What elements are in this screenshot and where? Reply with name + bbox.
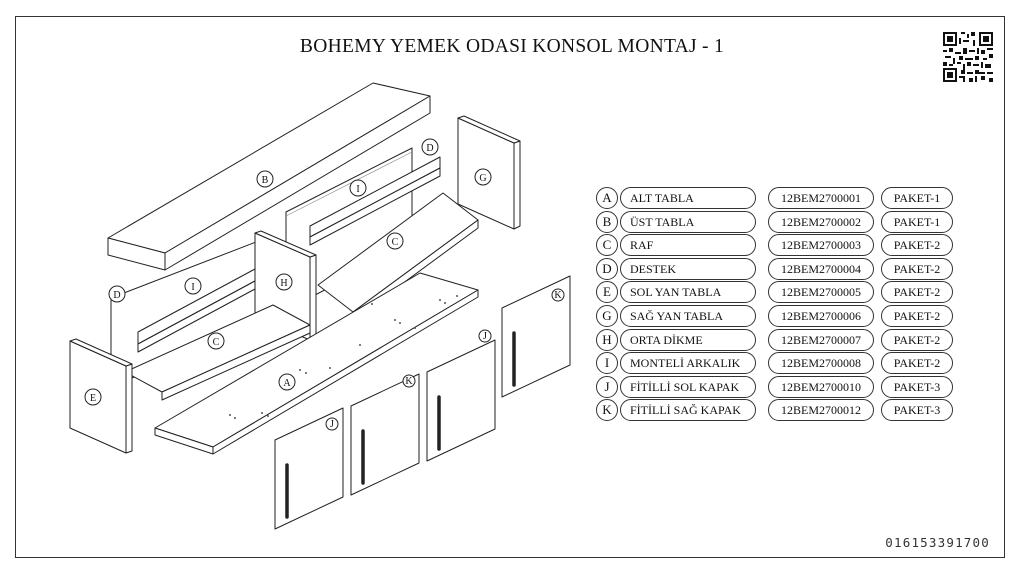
part-d-support-right [309,156,441,246]
part-letter: E [596,281,618,304]
diagram-label-d-right: D [421,138,439,156]
part-code: 12BEM2700012 [768,399,874,422]
svg-text:C: C [392,237,399,248]
part-code: 12BEM2700006 [768,304,874,327]
svg-text:B: B [262,175,269,186]
part-package: PAKET-2 [881,234,953,257]
part-name: ORTA DİKME [620,328,756,351]
part-a-holes [229,295,458,419]
svg-text:I: I [356,184,359,195]
svg-text:I: I [191,282,194,293]
svg-text:E: E [90,393,96,404]
part-code: 12BEM2700004 [768,257,874,280]
part-letter: B [596,210,618,233]
qr-code-icon [943,32,993,82]
part-package: PAKET-2 [881,281,953,304]
part-j-door-2 [426,339,496,462]
diagram-label-a: A [278,373,296,391]
svg-text:D: D [113,290,120,301]
part-j-door-1 [274,407,344,530]
part-package: PAKET-1 [881,210,953,233]
part-name: FİTİLLİ SOL KAPAK [620,375,756,398]
part-code: 12BEM2700008 [768,352,874,375]
part-name: RAF [620,234,756,257]
part-letter: G [596,304,618,327]
diagram-label-c-left: C [207,332,225,350]
part-k-door-1 [350,373,420,496]
diagram-label-k-2: K [551,288,565,302]
page-title: BOHEMY YEMEK ODASI KONSOL MONTAJ - 1 [299,36,725,57]
part-letter: I [596,352,618,375]
diagram-label-j-2: J [478,329,492,343]
diagram-label-i-left: I [184,277,202,295]
part-package: PAKET-1 [881,187,953,209]
diagram-label-j-1: J [325,417,339,431]
svg-text:K: K [405,376,413,387]
part-name: SOL YAN TABLA [620,281,756,304]
part-code: 12BEM2700002 [768,210,874,233]
part-code: 12BEM2700003 [768,234,874,257]
diagram-label-b: B [256,170,274,188]
part-letter: H [596,328,618,351]
part-name: SAĞ YAN TABLA [620,304,756,327]
diagram-label-g: G [474,168,492,186]
diagram-label-c-right: C [386,232,404,250]
svg-text:J: J [483,331,487,342]
part-package: PAKET-2 [881,257,953,280]
part-name: ALT TABLA [620,187,756,209]
svg-text:D: D [426,143,433,154]
svg-text:J: J [330,419,334,430]
part-code: 12BEM2700001 [768,187,874,209]
part-package: PAKET-2 [881,304,953,327]
diagram-label-k-1: K [402,374,416,388]
part-letter: J [596,375,618,398]
part-package: PAKET-2 [881,352,953,375]
part-name: DESTEK [620,257,756,280]
svg-text:K: K [554,290,562,301]
part-k-door-2 [501,275,571,398]
diagram-label-h: H [275,273,293,291]
part-name: MONTELİ ARKALIK [620,352,756,375]
part-letter: A [596,187,618,209]
part-code: 12BEM2700005 [768,281,874,304]
drawing-frame [15,16,1005,558]
part-package: PAKET-2 [881,328,953,351]
part-code: 12BEM2700010 [768,375,874,398]
part-letter: K [596,399,618,422]
diagram-label-e: E [84,388,102,406]
part-name: FİTİLLİ SAĞ KAPAK [620,399,756,422]
diagram-label-d-left: D [108,285,126,303]
part-a-bottom-panel [154,272,479,455]
part-package: PAKET-3 [881,399,953,422]
part-letter: C [596,234,618,257]
svg-text:C: C [213,337,220,348]
svg-text:H: H [280,278,287,289]
svg-text:A: A [283,378,291,389]
diagram-label-i-right: I [349,179,367,197]
part-package: PAKET-3 [881,375,953,398]
part-code: 12BEM2700007 [768,328,874,351]
part-b-top-panel [107,82,431,271]
part-name: ÜST TABLA [620,210,756,233]
svg-text:G: G [479,173,486,184]
part-letter: D [596,257,618,280]
document-serial-number: 016153391700 [885,535,990,550]
